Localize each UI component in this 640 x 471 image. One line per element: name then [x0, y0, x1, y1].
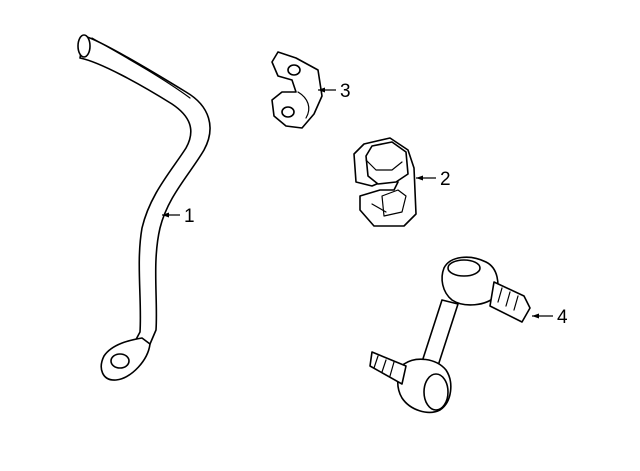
callout-1: 1 [184, 206, 195, 227]
stabilizer-bar[interactable] [77, 34, 211, 381]
stabilizer-link[interactable] [369, 256, 531, 414]
stabilizer-bushing[interactable] [353, 137, 417, 227]
callout-3: 3 [340, 81, 351, 102]
callout-4: 4 [557, 307, 568, 328]
bushing-bracket[interactable] [271, 51, 323, 129]
callout-2: 2 [440, 169, 451, 190]
